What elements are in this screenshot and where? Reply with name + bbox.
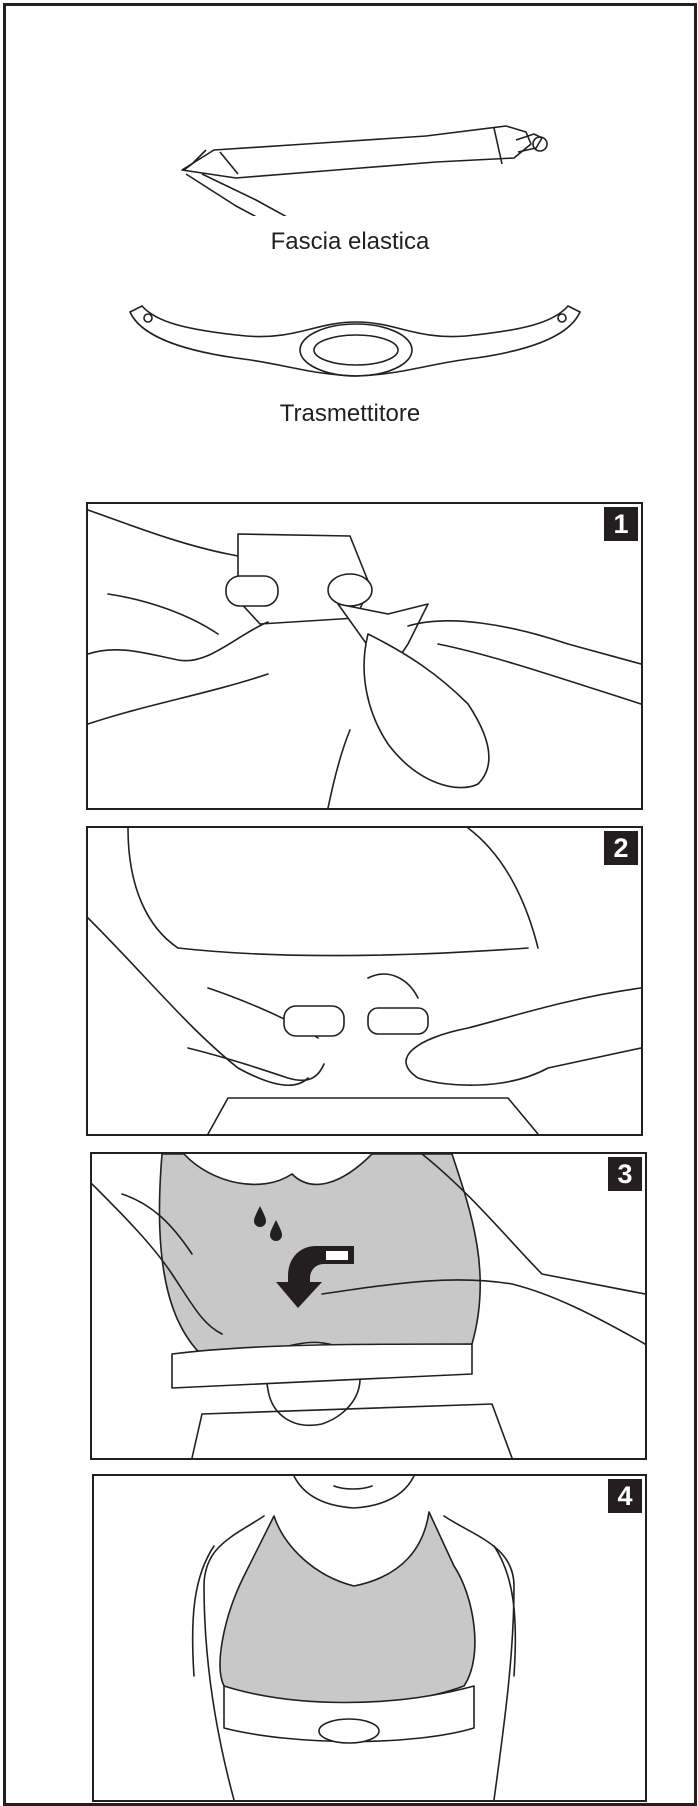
step-2-badge: 2 xyxy=(604,831,638,865)
page-frame: Fascia elastica Trasmettitore 1 xyxy=(3,3,697,1806)
step-4-badge: 4 xyxy=(608,1479,642,1513)
step-2-illustration xyxy=(88,828,641,1134)
step-3-panel: 3 xyxy=(90,1152,647,1460)
step-1-illustration xyxy=(88,504,641,808)
step-3-badge: 3 xyxy=(608,1157,642,1191)
elastic-strap-illustration xyxy=(6,66,694,216)
step-1-badge: 1 xyxy=(604,507,638,541)
transmitter-illustration xyxy=(6,286,694,396)
elastic-strap-label: Fascia elastica xyxy=(6,228,694,256)
step-3-illustration xyxy=(92,1154,645,1458)
transmitter-label: Trasmettitore xyxy=(6,400,694,428)
step-1-panel: 1 xyxy=(86,502,643,810)
step-2-panel: 2 xyxy=(86,826,643,1136)
step-4-illustration xyxy=(94,1476,645,1800)
step-4-panel: 4 xyxy=(92,1474,647,1802)
